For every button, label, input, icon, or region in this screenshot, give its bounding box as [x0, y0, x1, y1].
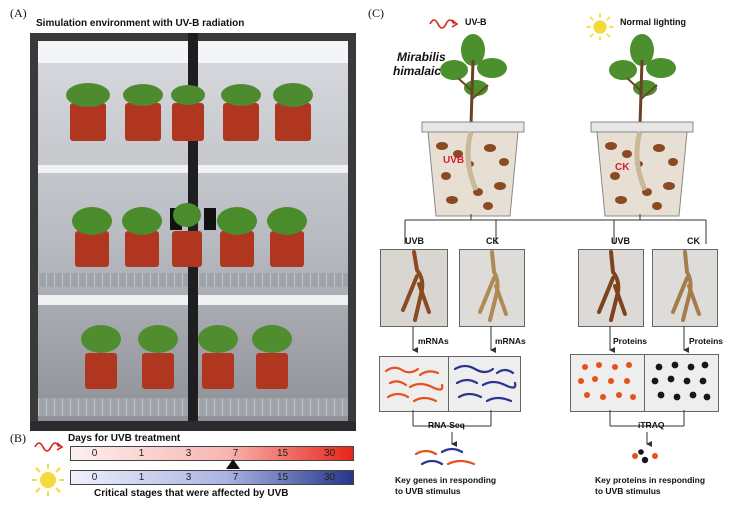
panel-a-title: Simulation environment with UV-B radiati… — [36, 18, 245, 29]
normal-lighting-label: Normal lighting — [620, 17, 686, 27]
sample-split-connectors — [404, 214, 707, 244]
uvb-day-1: 1 — [138, 448, 145, 459]
extraction-arrows — [412, 326, 689, 353]
method-itraq: iTRAQ — [638, 420, 665, 430]
normal-day-1: 1 — [138, 472, 145, 483]
uvb-plant-pot — [421, 34, 525, 217]
uvb-day-0: 0 — [91, 448, 98, 459]
result-proteins-line2: to UVB stimulus — [595, 486, 661, 496]
root-photo-uvb-2 — [578, 249, 644, 327]
method-connectors — [412, 410, 685, 427]
method-rnaseq: RNA-Seq — [428, 420, 465, 430]
uvb-source-icon — [429, 19, 459, 29]
uvb-day-7: 7 — [232, 448, 239, 459]
sample-label-uvb-1: UVB — [405, 236, 425, 246]
protein-box-uvb — [570, 354, 645, 412]
molecule-label-4: Proteins — [689, 336, 724, 346]
ck-plant-pot — [590, 34, 694, 217]
molecule-label-3: Proteins — [613, 336, 648, 346]
panel-a-label: (A) — [10, 6, 27, 20]
root-photo-ck-2 — [652, 249, 718, 327]
uvb-wave-icon — [34, 442, 64, 452]
mrna-strands-uvb — [384, 366, 444, 403]
normal-lighting-icon — [586, 13, 614, 41]
sample-label-ck-1: CK — [486, 236, 499, 246]
protein-box-ck — [644, 354, 719, 412]
molecule-label-1: mRNAs — [418, 336, 449, 346]
uvb-day-15: 15 — [276, 448, 289, 459]
result-proteins-line1: Key proteins in responding — [595, 475, 706, 485]
sample-label-uvb-2: UVB — [611, 236, 631, 246]
normal-days-scale: 0 1 3 7 15 30 — [70, 470, 354, 485]
uvb-day-3: 3 — [185, 448, 192, 459]
critical-stage-marker — [226, 459, 240, 469]
pot-ck-label: CK — [615, 162, 630, 173]
protein-clusters-uvb — [578, 362, 636, 400]
normal-day-3: 3 — [185, 472, 192, 483]
key-proteins-icon — [632, 449, 658, 464]
mrna-strands-ck — [453, 364, 517, 403]
pot-uvb-label: UVB — [443, 155, 465, 166]
species-name-line2: himalaica — [393, 64, 448, 78]
sample-label-ck-2: CK — [687, 236, 700, 246]
species-name-line1: Mirabilis — [397, 50, 446, 64]
growth-chamber-photo — [30, 33, 356, 431]
root-photo-uvb-1 — [380, 249, 448, 327]
normal-day-7: 7 — [232, 472, 239, 483]
root-photo-ck-1 — [459, 249, 525, 327]
sun-icon — [32, 464, 64, 496]
result-genes-line1: Key genes in responding — [395, 475, 497, 485]
uvb-day-30: 30 — [323, 448, 336, 459]
result-arrows — [451, 432, 652, 447]
normal-day-0: 0 — [91, 472, 98, 483]
normal-day-30: 30 — [323, 472, 336, 483]
uvb-source-label: UV-B — [465, 17, 487, 27]
panel-b-label: (B) — [10, 431, 26, 445]
uvb-days-scale: 0 1 3 7 15 30 — [70, 446, 354, 461]
mrna-box-ck — [448, 356, 521, 412]
mrna-box-uvb — [379, 356, 449, 412]
critical-stages-title: Critical stages that were affected by UV… — [94, 488, 289, 499]
result-genes-line2: to UVB stimulus — [395, 486, 461, 496]
normal-day-15: 15 — [276, 472, 289, 483]
molecule-label-2: mRNAs — [495, 336, 526, 346]
key-genes-icon — [414, 447, 476, 466]
panel-c-label: (C) — [368, 6, 384, 20]
protein-clusters-ck — [651, 361, 711, 401]
uvb-days-title: Days for UVB treatment — [68, 433, 181, 444]
